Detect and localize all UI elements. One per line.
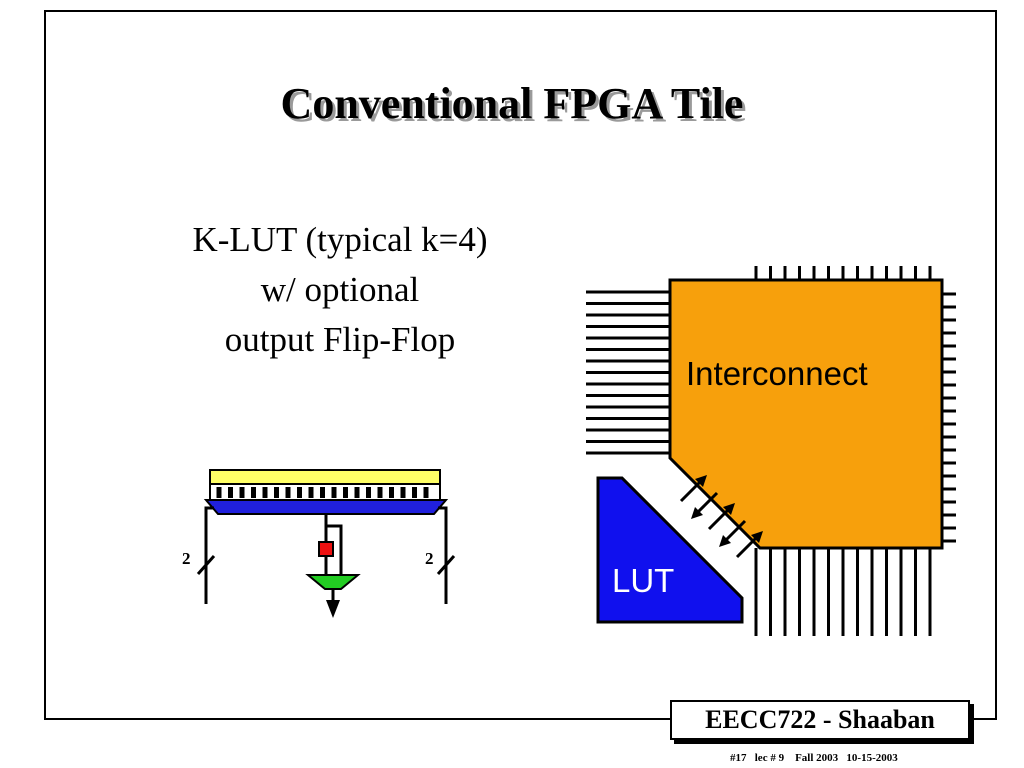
ff-bypass-wire (326, 524, 343, 575)
lut-input-bar (209, 469, 441, 485)
slide-title: Conventional FPGA Tile (280, 79, 744, 128)
flip-flop (318, 541, 334, 557)
body-line-3: output Flip-Flop (224, 320, 456, 359)
right-bus-width: 2 (425, 549, 434, 568)
lut-interconnect-arrow (735, 531, 763, 559)
lut-label: LUT (612, 562, 674, 599)
output-arrowhead (326, 600, 340, 618)
fpga-tile: Interconnect LUT (586, 266, 956, 636)
interconnect-label: Interconnect (686, 355, 868, 392)
right-input-wire (438, 506, 448, 604)
right-bus-slash (436, 555, 456, 575)
lut-block (596, 476, 744, 624)
course-footer-badge: EECC722 - Shaaban (670, 700, 970, 740)
body-line-1: K-LUT (typical k=4) (192, 220, 488, 259)
left-bus-width: 2 (182, 549, 191, 568)
body-line-2: w/ optional (260, 270, 420, 309)
lut-interconnect-arrow (707, 503, 735, 531)
lut-output-bar (203, 499, 449, 515)
lut-interconnect-arrow (719, 519, 747, 547)
left-bus-slash (196, 555, 216, 575)
slide-meta: #17 lec # 9 Fall 2003 10-15-2003 (730, 752, 898, 764)
left-input-wire (204, 506, 214, 604)
output-mux (305, 574, 361, 590)
lut-ff-schematic: 2 2 (182, 469, 456, 618)
slide-body-text: K-LUT (typical k=4) w/ optional output F… (130, 215, 550, 365)
interconnect-block (668, 278, 944, 550)
lut-interconnect-arrow (679, 475, 707, 503)
lut-interconnect-arrow (691, 491, 719, 519)
slide-frame (44, 10, 997, 720)
